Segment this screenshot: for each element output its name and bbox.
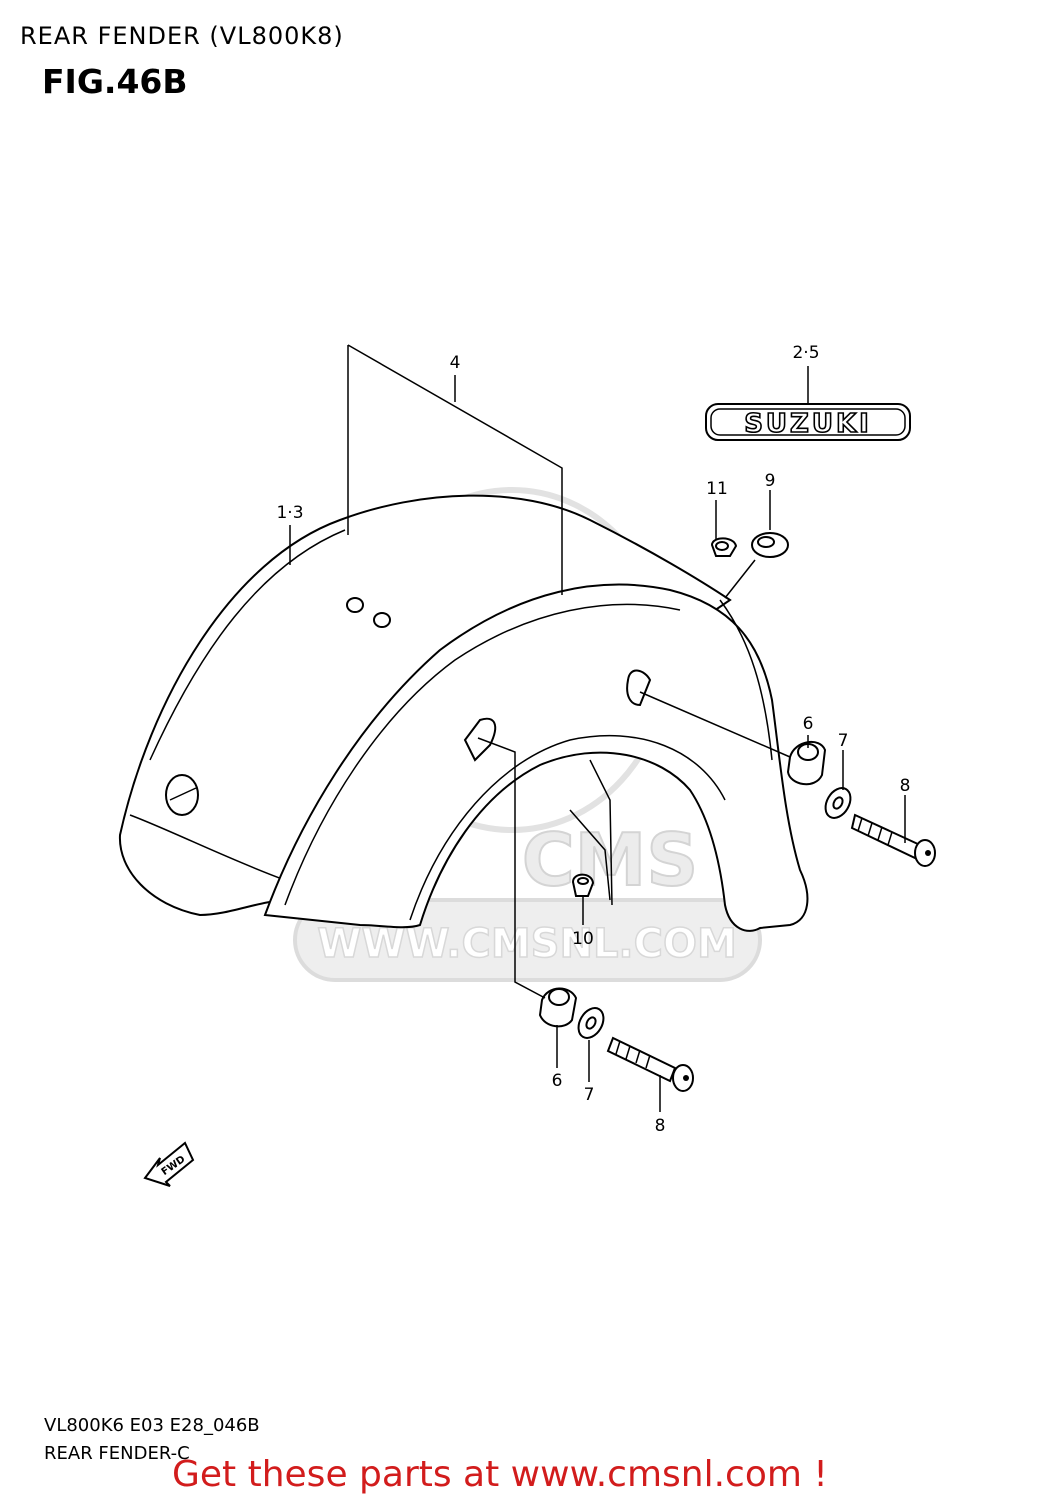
callout-6-upper: 6 bbox=[803, 714, 814, 734]
washer-7-lower bbox=[577, 1007, 605, 1039]
callout-7-lower: 7 bbox=[584, 1085, 595, 1105]
callout-11: 11 bbox=[706, 479, 728, 499]
cushion-6-upper bbox=[786, 741, 827, 786]
leader-lines bbox=[289, 344, 906, 1112]
callout-1-3: 1·3 bbox=[276, 503, 303, 523]
washer-7-upper bbox=[824, 787, 852, 819]
page-title: REAR FENDER (VL800K8) bbox=[20, 22, 344, 50]
callout-4: 4 bbox=[450, 353, 461, 373]
callout-9: 9 bbox=[765, 471, 776, 491]
callout-2-5: 2·5 bbox=[792, 343, 819, 363]
figure-label: FIG.46B bbox=[42, 62, 188, 101]
emblem-text: SUZUKI bbox=[744, 409, 872, 439]
grommet-9 bbox=[751, 532, 789, 558]
callout-10: 10 bbox=[572, 929, 594, 949]
callout-7-upper: 7 bbox=[838, 731, 849, 751]
callouts: 4 2·5 1·3 11 9 6 7 8 10 6 7 8 bbox=[276, 343, 910, 1136]
cushion-6-lower bbox=[538, 987, 578, 1028]
nut-10 bbox=[571, 873, 595, 897]
rear-fender-inner bbox=[263, 583, 809, 932]
clip-11 bbox=[710, 537, 738, 557]
shop-link-banner[interactable]: Get these parts at www.cmsnl.com ! bbox=[172, 1454, 828, 1495]
fwd-arrow-icon: FWD bbox=[143, 1141, 195, 1187]
diagram-name: REAR FENDER-C bbox=[44, 1443, 190, 1464]
watermark-url: WWW.CMSNL.COM bbox=[317, 921, 737, 967]
suzuki-emblem: SUZUKI bbox=[705, 403, 911, 441]
callout-8-upper: 8 bbox=[900, 776, 911, 796]
callout-8-lower: 8 bbox=[655, 1116, 666, 1136]
diagram-code: VL800K6 E03 E28_046B bbox=[44, 1415, 260, 1436]
bolt-8-upper bbox=[850, 813, 936, 867]
callout-6-lower: 6 bbox=[552, 1071, 563, 1091]
bolt-8-lower bbox=[606, 1036, 694, 1092]
